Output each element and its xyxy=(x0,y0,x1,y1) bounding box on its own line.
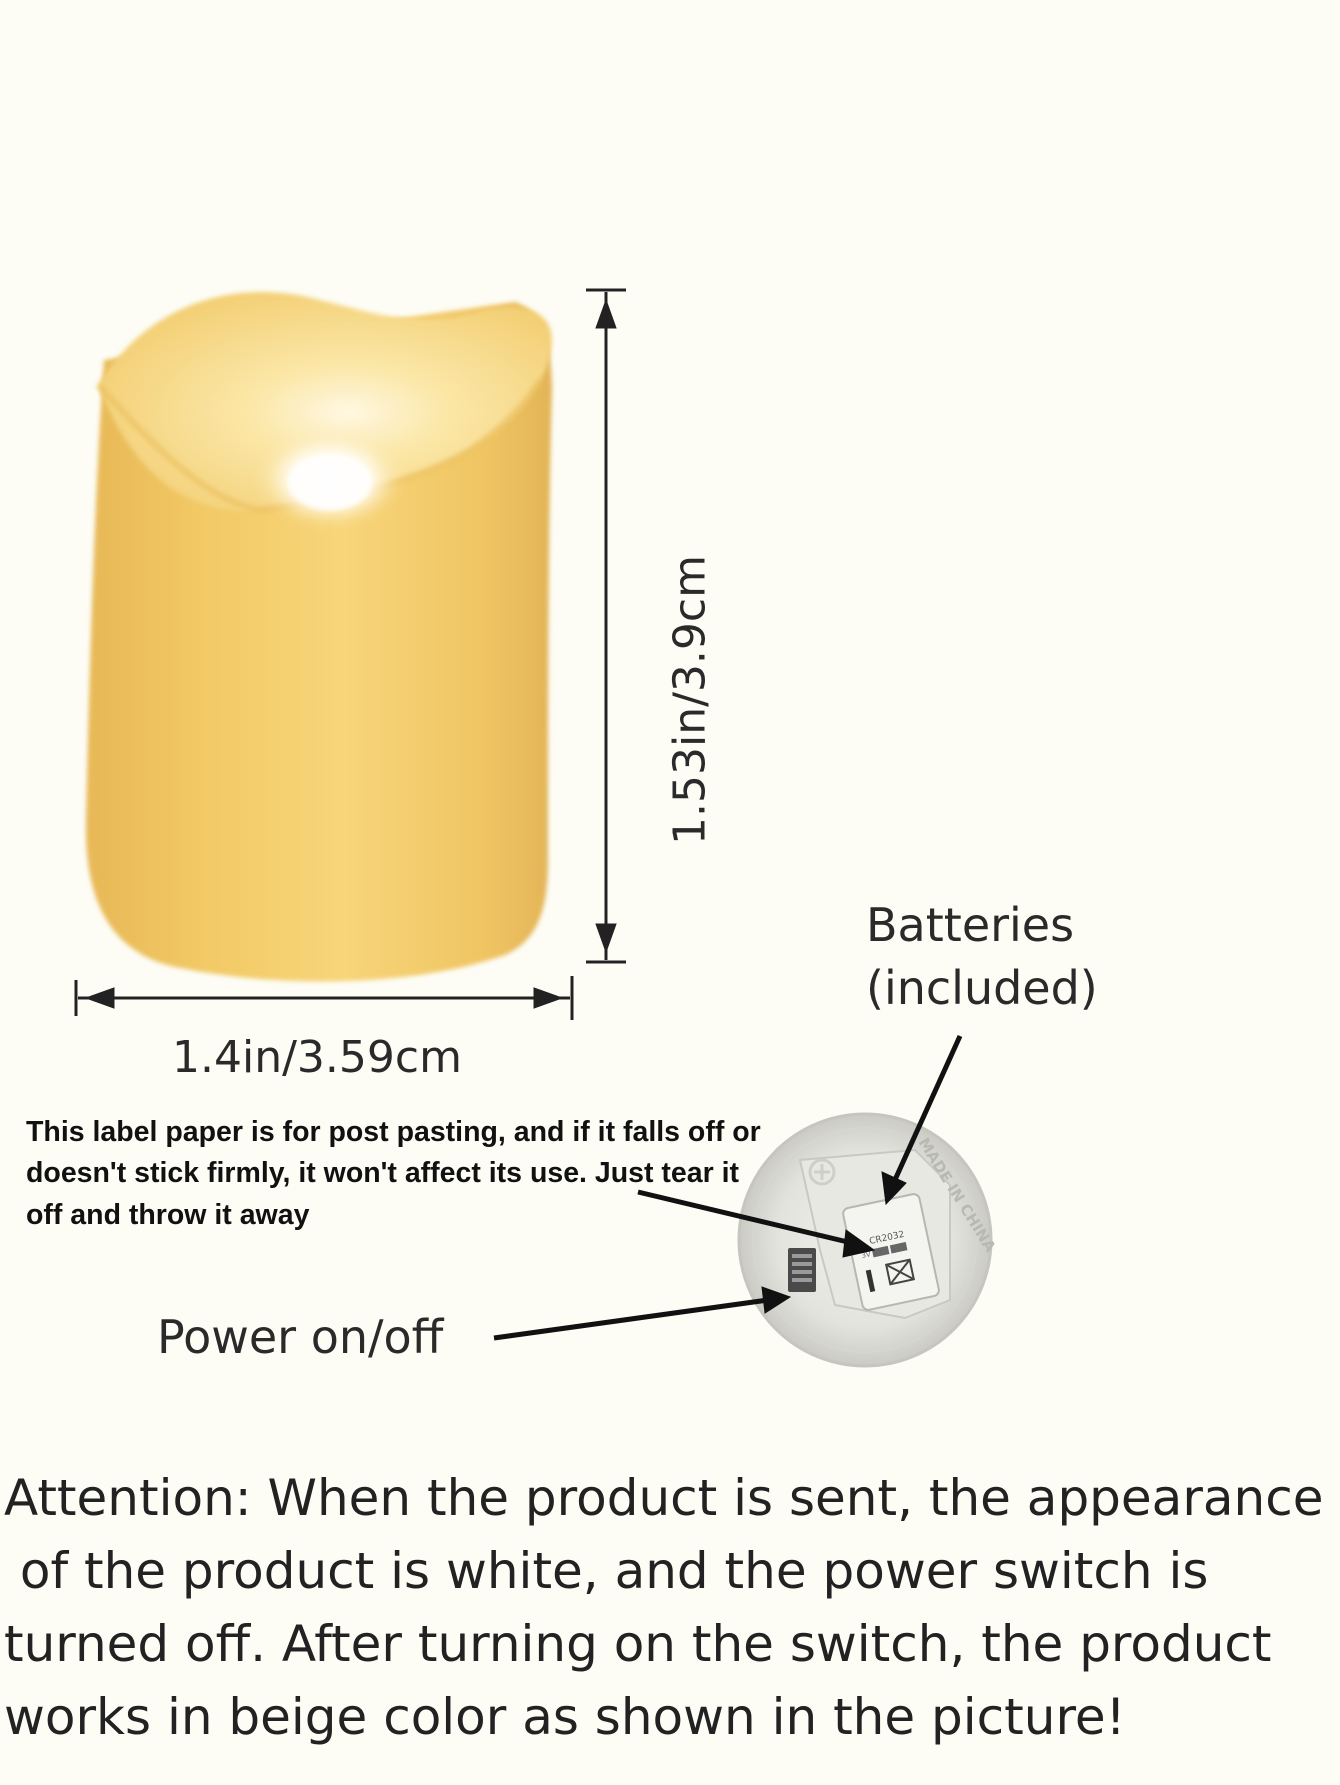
batteries-callout: Batteries (included) xyxy=(866,894,1098,1021)
width-dimension-line xyxy=(74,976,574,1020)
label-paper-note: This label paper is for post pasting, an… xyxy=(26,1112,761,1236)
height-dimension-line xyxy=(586,288,626,964)
battery-base-icon: CR2032 3V ███ ███ MADE IN CHINA xyxy=(737,1112,1000,1368)
attention-line: Attention: When the product is sent, the… xyxy=(4,1469,1324,1527)
height-dimension-label: 1.53in/3.9cm xyxy=(664,555,716,845)
led-candle-icon xyxy=(85,292,552,982)
pointer-arrow-icon xyxy=(493,1034,963,1341)
label-note-line: doesn't stick firmly, it won't affect it… xyxy=(26,1157,740,1190)
batteries-callout-line: (included) xyxy=(866,961,1098,1016)
label-note-line: off and throw it away xyxy=(26,1198,310,1231)
attention-notice: Attention: When the product is sent, the… xyxy=(4,1462,1323,1754)
width-dimension-label: 1.4in/3.59cm xyxy=(172,1032,462,1083)
power-callout: Power on/off xyxy=(157,1310,444,1364)
label-note-line: This label paper is for post pasting, an… xyxy=(26,1116,761,1148)
batteries-callout-line: Batteries xyxy=(866,898,1075,952)
attention-line: works in beige color as shown in the pic… xyxy=(4,1688,1126,1746)
attention-line: of the product is white, and the power s… xyxy=(4,1542,1209,1600)
attention-line: turned off. After turning on the switch,… xyxy=(4,1615,1272,1673)
